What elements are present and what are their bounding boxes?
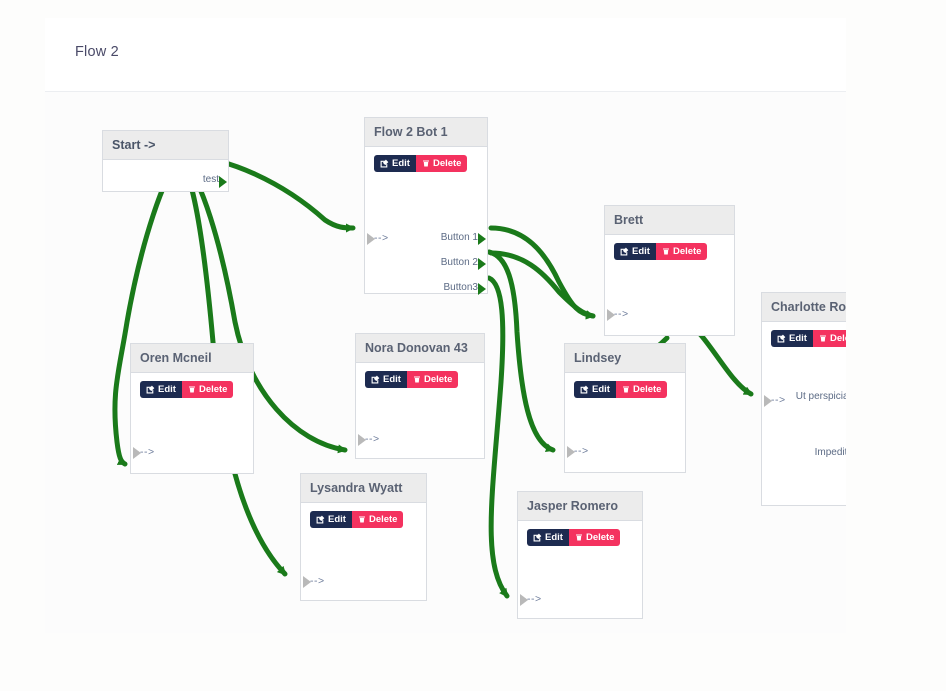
port-connector-icon[interactable]	[358, 434, 366, 446]
node-title: Flow 2 Bot 1	[365, 118, 487, 147]
port-in[interactable]: -->	[133, 446, 155, 459]
pencil-icon	[777, 334, 786, 343]
port-out-button1[interactable]: Button 1	[441, 232, 486, 245]
edit-button[interactable]: Edit	[374, 155, 416, 172]
delete-button[interactable]: Delete	[415, 155, 468, 172]
port-connector-icon[interactable]	[764, 395, 772, 407]
port-out-test[interactable]: test	[203, 174, 227, 188]
message-text-1: Ut perspiciatis qua	[795, 391, 846, 402]
pencil-icon	[146, 385, 155, 394]
edit-button[interactable]: Edit	[527, 529, 569, 546]
port-connector-icon[interactable]	[567, 446, 575, 458]
port-connector-icon[interactable]	[303, 576, 311, 588]
node-title: Jasper Romero	[518, 492, 642, 521]
node-nora-donovan[interactable]: Nora Donovan 43 Edit	[355, 333, 485, 459]
node-action-row: Edit Delete	[365, 147, 487, 172]
pencil-icon	[533, 533, 542, 542]
pencil-icon	[580, 385, 589, 394]
port-connector-icon[interactable]	[478, 283, 486, 295]
node-action-row: Edit Delete	[518, 521, 642, 546]
node-title: Oren Mcneil	[131, 344, 253, 373]
node-title: Charlotte Romero	[762, 293, 846, 322]
node-action-row: Edit Delete	[565, 373, 685, 398]
delete-button[interactable]: Delete	[181, 381, 234, 398]
port-in[interactable]: -->	[520, 593, 542, 606]
port-in[interactable]: -->	[607, 308, 629, 321]
flow-panel: Flow 2	[45, 18, 846, 633]
edge-button2-brett	[488, 250, 596, 320]
node-title: Lindsey	[565, 344, 685, 373]
port-in[interactable]: -->	[367, 232, 389, 245]
port-out-button3[interactable]: Button3	[444, 282, 486, 295]
port-connector-icon[interactable]	[219, 176, 227, 188]
delete-button[interactable]: Delete	[568, 529, 621, 546]
edit-button[interactable]: Edit	[310, 511, 352, 528]
trash-icon	[575, 533, 583, 542]
node-action-row: Edit Delete	[131, 373, 253, 398]
message-text-2: Impedit autem sapie	[814, 447, 846, 458]
node-title: Nora Donovan 43	[356, 334, 484, 363]
node-lysandra-wyatt[interactable]: Lysandra Wyatt Edit	[300, 473, 427, 601]
node-title: Start ->	[103, 131, 228, 160]
pencil-icon	[316, 515, 325, 524]
port-in[interactable]: -->	[303, 575, 325, 588]
port-connector-icon[interactable]	[133, 447, 141, 459]
node-title: Lysandra Wyatt	[301, 474, 426, 503]
page-title: Flow 2	[75, 44, 119, 60]
edge-button2-lindsey	[486, 249, 556, 453]
trash-icon	[413, 375, 421, 384]
delete-button[interactable]: Delete	[812, 330, 846, 347]
port-connector-icon[interactable]	[607, 309, 615, 321]
port-connector-icon[interactable]	[478, 258, 486, 270]
node-start[interactable]: Start -> test	[102, 130, 229, 192]
port-connector-icon[interactable]	[367, 233, 375, 245]
port-out-button2[interactable]: Button 2	[441, 257, 486, 270]
delete-button[interactable]: Delete	[406, 371, 459, 388]
node-brett[interactable]: Brett Edit Delete	[604, 205, 735, 336]
edge-button1-brett	[488, 225, 596, 320]
delete-button[interactable]: Delete	[351, 511, 404, 528]
port-in[interactable]: -->	[358, 433, 380, 446]
trash-icon	[662, 247, 670, 256]
port-connector-icon[interactable]	[520, 594, 528, 606]
node-jasper-romero[interactable]: Jasper Romero Edit	[517, 491, 643, 619]
trash-icon	[358, 515, 366, 524]
port-in[interactable]: -->	[567, 445, 589, 458]
trash-icon	[622, 385, 630, 394]
node-action-row: Edit Delete	[356, 363, 484, 388]
trash-icon	[819, 334, 827, 343]
pencil-icon	[380, 159, 389, 168]
edit-button[interactable]: Edit	[140, 381, 182, 398]
edit-button[interactable]: Edit	[365, 371, 407, 388]
edit-button[interactable]: Edit	[614, 243, 656, 260]
node-lindsey[interactable]: Lindsey Edit Delete	[564, 343, 686, 473]
port-in[interactable]: -->	[764, 394, 786, 407]
node-title: Brett	[605, 206, 734, 235]
pencil-icon	[620, 247, 629, 256]
panel-header: Flow 2	[45, 18, 846, 92]
node-charlotte-romero[interactable]: Charlotte Romero Edit	[761, 292, 846, 506]
trash-icon	[422, 159, 430, 168]
delete-button[interactable]: Delete	[655, 243, 708, 260]
edit-button[interactable]: Edit	[574, 381, 616, 398]
pencil-icon	[371, 375, 380, 384]
node-action-row: Edit Delete	[301, 503, 426, 528]
edge-button3-jasper	[486, 275, 510, 599]
delete-button[interactable]: Delete	[615, 381, 668, 398]
trash-icon	[188, 385, 196, 394]
node-action-row: Edit Delete	[762, 322, 846, 347]
node-oren-mcneil[interactable]: Oren Mcneil Edit De	[130, 343, 254, 474]
node-flow2bot1[interactable]: Flow 2 Bot 1 Edit D	[364, 117, 488, 295]
flow-canvas[interactable]: Start -> test Flow 2 Bot 1	[45, 92, 846, 633]
edit-button[interactable]: Edit	[771, 330, 813, 347]
node-action-row: Edit Delete	[605, 235, 734, 260]
port-connector-icon[interactable]	[478, 233, 486, 245]
